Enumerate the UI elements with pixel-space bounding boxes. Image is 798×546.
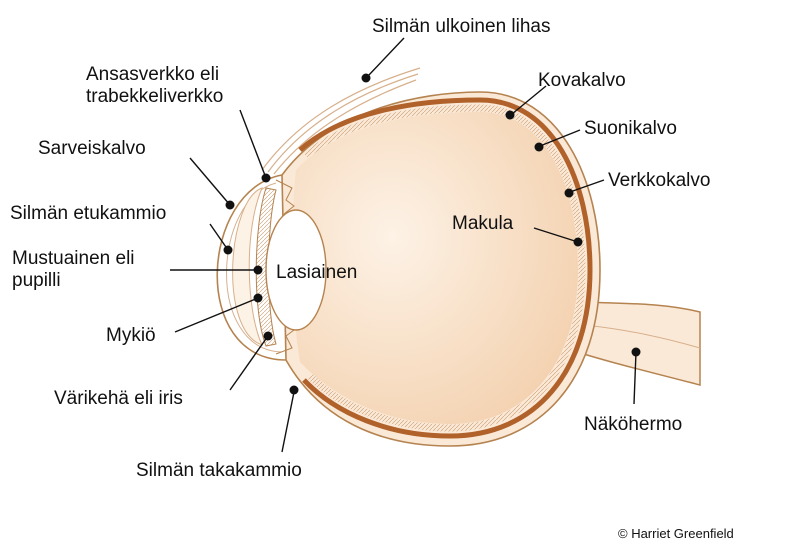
- leader-trabecular: [240, 110, 266, 178]
- label-lens: Mykiö: [106, 325, 156, 346]
- dot-choroid: [535, 143, 544, 152]
- label-macula: Makula: [452, 213, 514, 234]
- leader-iris: [230, 336, 268, 390]
- leader-cornea: [190, 158, 230, 205]
- label-sclera: Kovakalvo: [538, 70, 626, 91]
- dot-posterior-chamber: [290, 386, 299, 395]
- dot-sclera: [506, 111, 515, 120]
- dot-pupil: [254, 266, 263, 275]
- label-choroid: Suonikalvo: [584, 118, 677, 139]
- dot-anterior-chamber: [224, 246, 233, 255]
- credit-text: © Harriet Greenfield: [618, 526, 734, 541]
- label-external-muscle: Silmän ulkoinen lihas: [372, 16, 551, 37]
- label-cornea: Sarveiskalvo: [38, 138, 146, 159]
- label-retina: Verkkokalvo: [608, 170, 710, 191]
- dot-trabecular: [262, 174, 271, 183]
- leader-external-muscle: [368, 38, 404, 76]
- dot-macula: [574, 238, 583, 247]
- dot-external-muscle: [362, 74, 371, 83]
- label-trabecular-1: Ansasverkko eli: [86, 64, 219, 85]
- label-trabecular-2: trabekkeliverkko: [86, 86, 223, 107]
- label-pupil-1: Mustuainen eli: [12, 248, 135, 269]
- dot-optic-nerve: [632, 348, 641, 357]
- dot-iris: [264, 332, 273, 341]
- label-anterior-chamber: Silmän etukammio: [10, 203, 166, 224]
- dot-cornea: [226, 201, 235, 210]
- label-posterior-chamber: Silmän takakammio: [136, 460, 302, 481]
- label-pupil-2: pupilli: [12, 270, 61, 291]
- label-iris: Värikehä eli iris: [54, 388, 183, 409]
- dot-retina: [565, 189, 574, 198]
- leader-posterior-chamber: [282, 392, 294, 452]
- label-vitreous: Lasiainen: [276, 262, 357, 283]
- dot-lens: [254, 294, 263, 303]
- label-optic-nerve: Näköhermo: [584, 414, 682, 435]
